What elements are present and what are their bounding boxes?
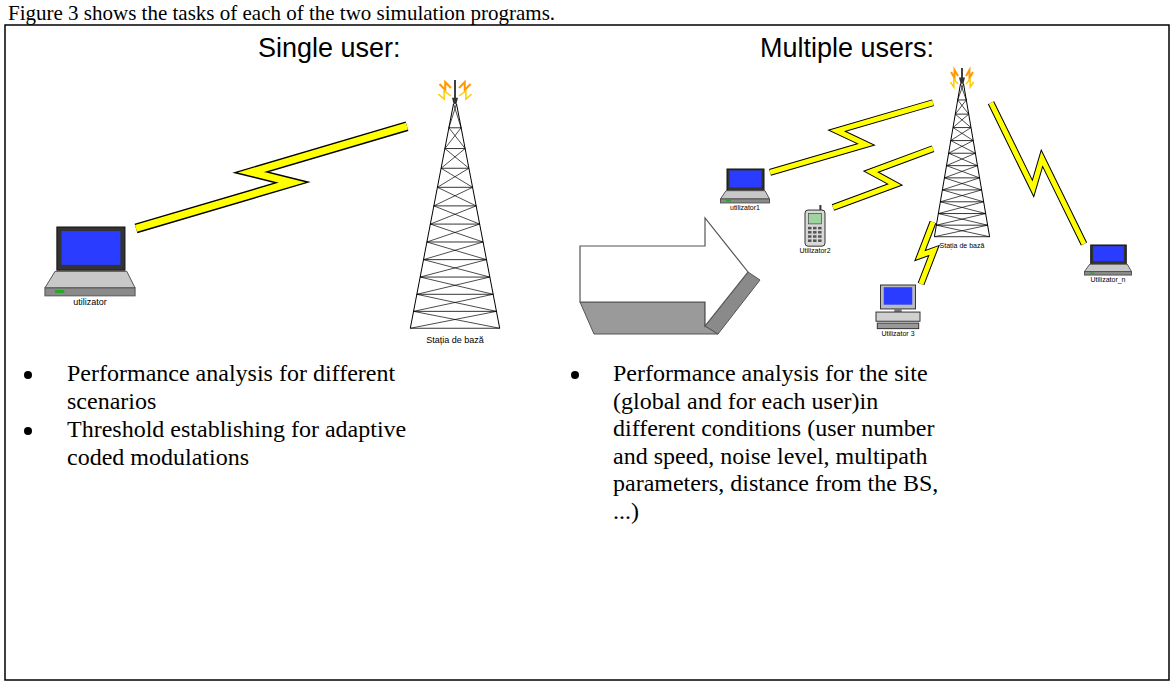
laptop-screen xyxy=(1093,246,1124,261)
laptop-icon xyxy=(44,226,136,298)
base-station: Stația de bază xyxy=(933,66,991,250)
tower-icon xyxy=(407,78,503,336)
bullet-text: Threshold establishing for adaptive code… xyxy=(67,416,457,471)
laptop-base xyxy=(45,288,135,296)
section-heading: Multiple users: xyxy=(760,33,1060,64)
user-terminal: Utilizator2 xyxy=(797,205,833,255)
laptop-led xyxy=(1090,272,1095,273)
device-label: Stația de bază xyxy=(407,336,503,346)
device-label: utilizator xyxy=(44,298,136,308)
device-label: Utilizator2 xyxy=(797,247,833,255)
radio-link-bolt xyxy=(770,103,933,173)
laptop-screen-frame xyxy=(727,169,764,191)
keyboard xyxy=(877,323,918,329)
user-terminal: Utilizator 3 xyxy=(875,284,921,338)
monitor-stand xyxy=(894,308,901,312)
base-station: Stația de bază xyxy=(407,78,503,346)
bolt-outline xyxy=(920,222,934,284)
user-terminal: utilizator1 xyxy=(720,168,770,212)
laptop-keyboard xyxy=(45,271,135,288)
radio-link-bolt xyxy=(920,222,934,284)
laptop-screen-frame xyxy=(1091,245,1127,264)
tower-lattice xyxy=(410,80,499,328)
bullet-dot xyxy=(571,371,579,379)
bolt-outline xyxy=(136,126,407,228)
bullet-text: Performance analysis for the site (globa… xyxy=(613,360,958,526)
laptop-screen xyxy=(61,231,120,265)
section-heading: Single user: xyxy=(258,33,558,64)
laptop-keyboard xyxy=(721,191,770,199)
transition-arrow xyxy=(580,218,760,334)
bolt-outline xyxy=(770,103,933,173)
bolt-outline xyxy=(991,103,1084,244)
bolt-outline xyxy=(833,149,933,208)
monitor-screen xyxy=(884,287,913,304)
arrow-shadow xyxy=(580,302,718,334)
arrow-body xyxy=(580,218,748,326)
phone-icon xyxy=(804,205,826,247)
laptop-base xyxy=(1084,272,1131,276)
user-terminal: utilizator xyxy=(44,226,136,308)
bolt-fill xyxy=(833,149,933,208)
device-label: Utilizator 3 xyxy=(875,330,921,338)
user-terminal: Utilizator_n xyxy=(1084,244,1132,284)
laptop-icon xyxy=(720,168,770,204)
device-label: utilizator1 xyxy=(720,204,770,212)
desktop-icon xyxy=(875,284,921,330)
bullet-dot xyxy=(24,427,32,435)
tower-icon xyxy=(933,66,991,242)
laptop-led xyxy=(726,200,731,201)
phone-body xyxy=(805,210,825,246)
tower-lattice xyxy=(934,68,989,237)
device-label: Utilizator_n xyxy=(1084,276,1132,284)
bullet-dot xyxy=(24,371,32,379)
laptop-led xyxy=(55,290,64,293)
figure-intro: Figure 3 shows the tasks of each of the … xyxy=(8,1,1158,25)
device-label: Stația de bază xyxy=(933,242,991,250)
phone-keypad xyxy=(808,227,822,242)
laptop-screen-frame xyxy=(57,227,125,270)
radio-link-bolt xyxy=(136,126,407,228)
laptop-icon xyxy=(1084,244,1132,276)
phone-screen xyxy=(808,213,821,224)
radio-link-bolt xyxy=(991,103,1084,244)
outer-frame xyxy=(5,25,1169,680)
radio-link-bolt xyxy=(833,149,933,208)
bolt-fill xyxy=(991,103,1084,244)
bolt-fill xyxy=(920,222,934,284)
laptop-keyboard xyxy=(1084,264,1131,271)
bolt-fill xyxy=(770,103,933,173)
computer-case xyxy=(876,312,920,321)
laptop-screen xyxy=(730,171,762,188)
signal-sparks xyxy=(950,70,973,87)
signal-sparks xyxy=(438,82,471,99)
laptop-base xyxy=(721,199,770,203)
bolt-fill xyxy=(136,126,407,228)
monitor-frame xyxy=(881,285,916,309)
bullet-text: Performance analysis for different scena… xyxy=(67,360,457,415)
